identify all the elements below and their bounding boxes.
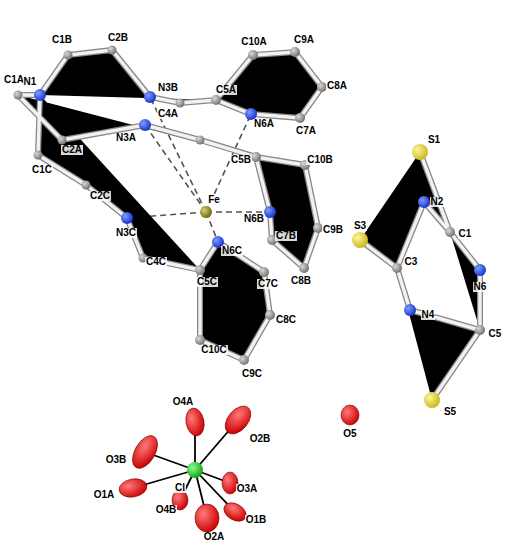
atom-label: C4C xyxy=(145,257,167,267)
atom-label: O2A xyxy=(203,532,226,542)
atom-label: C8C xyxy=(275,315,297,325)
atom-label: C7C xyxy=(257,279,279,289)
perchlorate-bonds xyxy=(133,420,238,518)
atom-label: Fe xyxy=(207,195,221,205)
atom-label: Cl xyxy=(174,483,186,493)
atom-label: S3 xyxy=(353,221,367,231)
atom-label: C1B xyxy=(51,35,73,45)
atom-label: C7B xyxy=(275,231,297,241)
atom-label: C10B xyxy=(306,155,334,165)
atom-label: N6A xyxy=(253,119,275,129)
atom-label: C3 xyxy=(404,257,419,267)
atom-label: S1 xyxy=(427,135,441,145)
iron-atom xyxy=(200,206,212,218)
atom-label: C1C xyxy=(31,165,53,175)
atom-label: S5 xyxy=(443,407,457,417)
atom-label: C5A xyxy=(215,85,237,95)
atom-label: C5 xyxy=(488,329,503,339)
atom-label: C5C xyxy=(196,277,218,287)
atom-label: N3B xyxy=(157,83,179,93)
oxygen-ellipsoids xyxy=(118,401,359,532)
atom-label: N6B xyxy=(243,214,265,224)
chlorine-atom xyxy=(187,462,203,478)
carbon-atoms xyxy=(14,46,486,366)
atom-label: O2B xyxy=(249,434,272,444)
atom-label: N6 xyxy=(473,282,488,292)
bonds-outline xyxy=(18,50,480,400)
atom-label: O1A xyxy=(93,490,116,500)
atom-label: C9C xyxy=(241,369,263,379)
atom-label: O4B xyxy=(155,505,178,515)
nitrogen-atoms xyxy=(34,89,486,316)
atom-label: C10C xyxy=(200,345,228,355)
atom-label: C9A xyxy=(293,35,315,45)
atom-label: N1 xyxy=(23,77,38,87)
atom-label: C2C xyxy=(89,191,111,201)
atom-label: N3A xyxy=(115,133,137,143)
atom-label: N3C xyxy=(115,228,137,238)
sulfur-atoms xyxy=(352,144,440,408)
atom-label: C2A xyxy=(61,145,83,155)
atom-label: O4A xyxy=(172,397,195,407)
atom-label: C2B xyxy=(107,33,129,43)
atom-label: O3B xyxy=(105,455,128,465)
atom-label: C8B xyxy=(290,276,312,286)
atom-label: N4 xyxy=(421,310,436,320)
atom-label: C9B xyxy=(322,225,344,235)
atom-label: O5 xyxy=(342,429,357,439)
atom-label: O1B xyxy=(245,515,268,525)
atom-label: C7A xyxy=(295,126,317,136)
atom-label: C1 xyxy=(458,229,473,239)
atom-label: C10A xyxy=(240,37,268,47)
atom-label: C4A xyxy=(157,109,179,119)
atom-label: N6C xyxy=(221,246,243,256)
atom-label: C5B xyxy=(230,155,252,165)
atom-label: N2 xyxy=(430,197,445,207)
bonds xyxy=(18,50,480,400)
atom-label: O3A xyxy=(236,484,259,494)
atom-label: C8A xyxy=(326,81,348,91)
